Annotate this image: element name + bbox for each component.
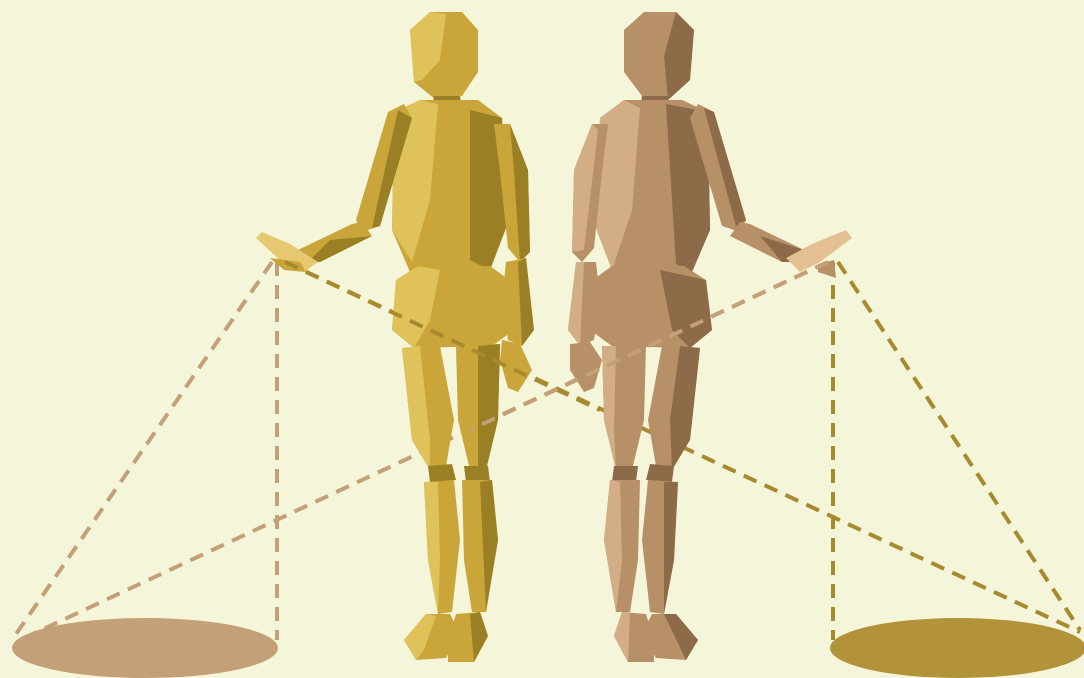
- projection-lines: [12, 262, 1080, 640]
- mannequin-tan: [568, 12, 852, 662]
- dashed-line-left-outer: [12, 262, 272, 640]
- mannequin-yellow: [256, 12, 534, 662]
- floor-ellipse-right: [830, 618, 1084, 678]
- projection-lines-front: [285, 262, 828, 430]
